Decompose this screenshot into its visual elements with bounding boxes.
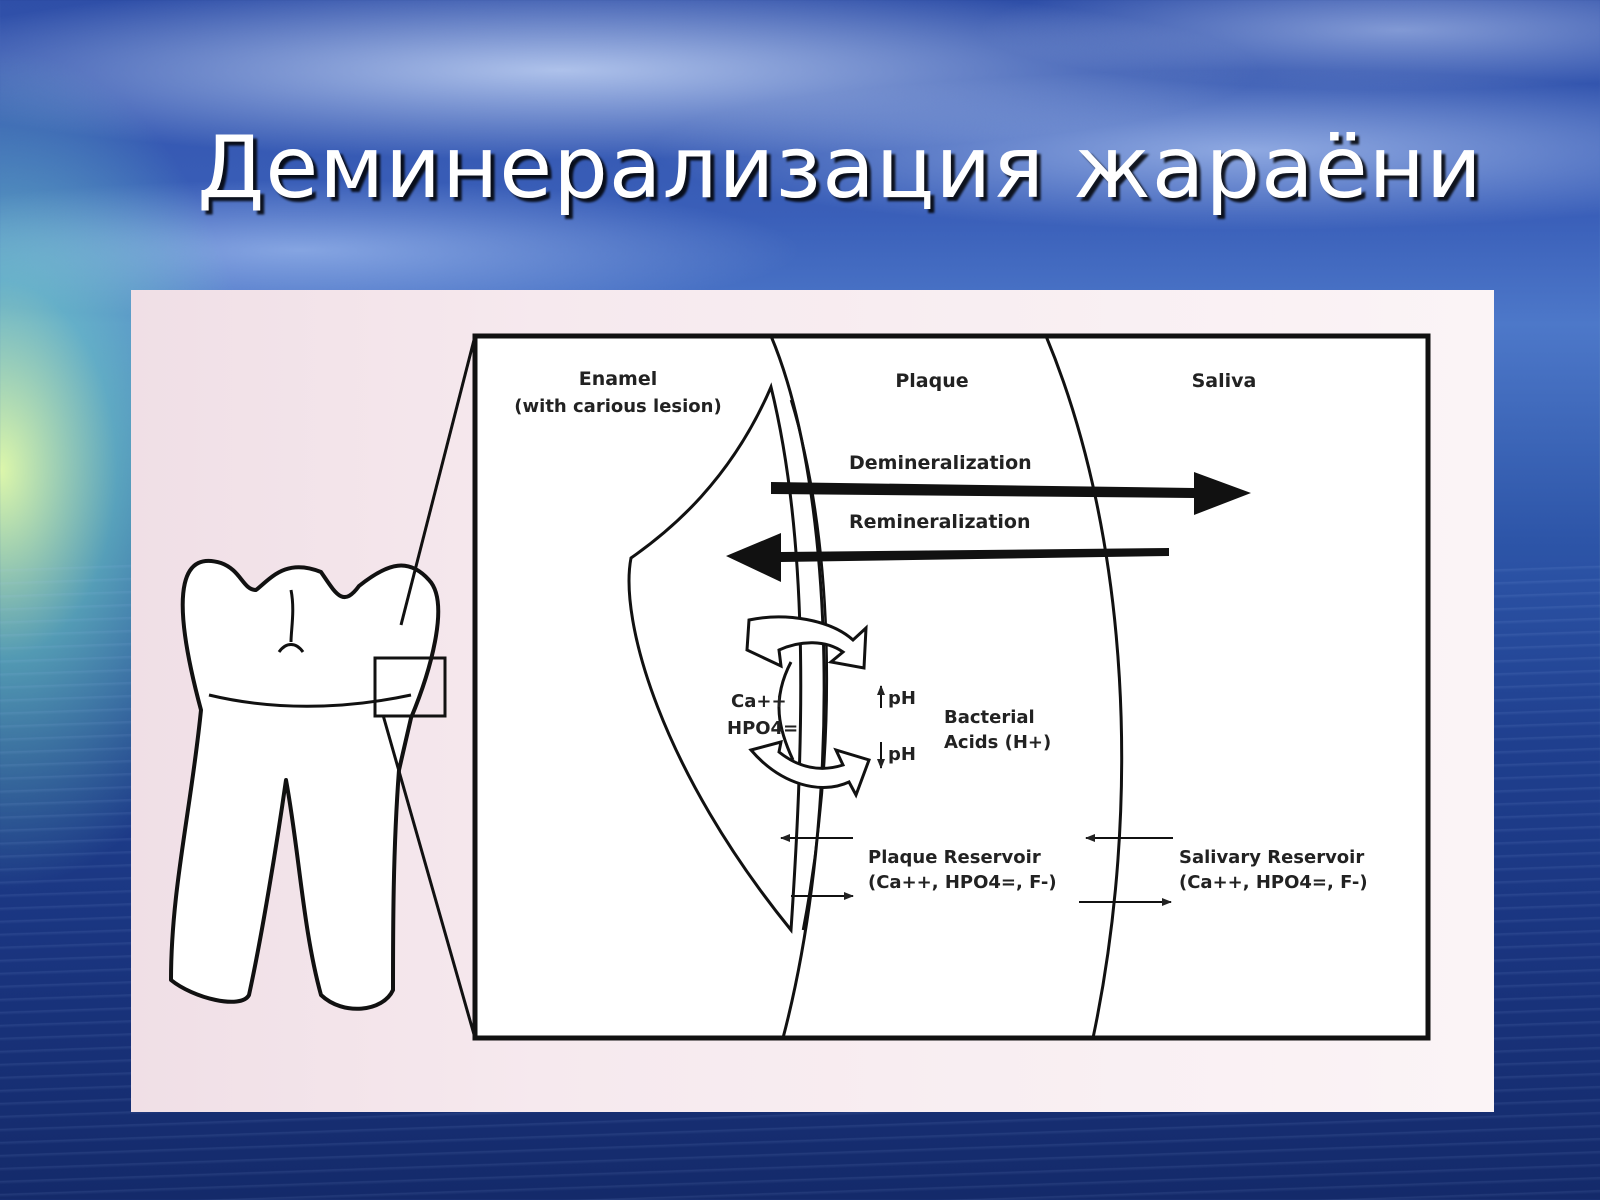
- carious-lesion: [627, 382, 803, 934]
- label-plaque: Plaque: [895, 370, 968, 392]
- label-plaque-reservoir-contents: (Ca++, HPO4=, F-): [868, 872, 1057, 893]
- label-phosphate-ion: HPO4=: [727, 718, 798, 739]
- label-enamel-note: (with carious lesion): [514, 396, 721, 417]
- label-bacterial-acids: Acids (H+): [944, 732, 1051, 753]
- demineralization-diagram: Enamel (with carious lesion) Plaque Sali…: [169, 333, 1431, 1041]
- exchange-arrow-upper: [745, 615, 868, 670]
- exchange-arrow-lower: [748, 739, 871, 799]
- slide-title: Деминерализация жараёни: [197, 118, 1483, 218]
- exchange-arrow-connector: [777, 661, 795, 761]
- label-ph-up: pH: [888, 688, 916, 709]
- label-salivary-reservoir-contents: (Ca++, HPO4=, F-): [1179, 872, 1368, 893]
- label-bacterial: Bacterial: [944, 707, 1035, 728]
- zoom-box: [373, 656, 447, 718]
- zoom-view: [472, 333, 1431, 1041]
- label-remineralization: Remineralization: [849, 511, 1031, 533]
- label-enamel: Enamel: [579, 368, 658, 390]
- demineralization-arrow: [771, 472, 1251, 515]
- tooth-fissure: [277, 589, 305, 653]
- label-calcium-ion: Ca++: [731, 691, 787, 712]
- remineralization-arrow: [726, 533, 1169, 582]
- label-saliva: Saliva: [1192, 370, 1257, 392]
- zoom-line-bottom: [381, 714, 477, 1039]
- tooth-crown-line: [208, 693, 412, 708]
- plaque-saliva-boundary: [1044, 335, 1124, 1039]
- label-plaque-reservoir: Plaque Reservoir: [868, 847, 1041, 868]
- zoom-line-top: [399, 335, 477, 626]
- label-salivary-reservoir: Salivary Reservoir: [1179, 847, 1364, 868]
- label-ph-down: pH: [888, 744, 916, 765]
- diagram-panel: Enamel (with carious lesion) Plaque Sali…: [131, 290, 1494, 1112]
- tooth-illustration: [169, 558, 441, 1011]
- label-demineralization: Demineralization: [849, 452, 1032, 474]
